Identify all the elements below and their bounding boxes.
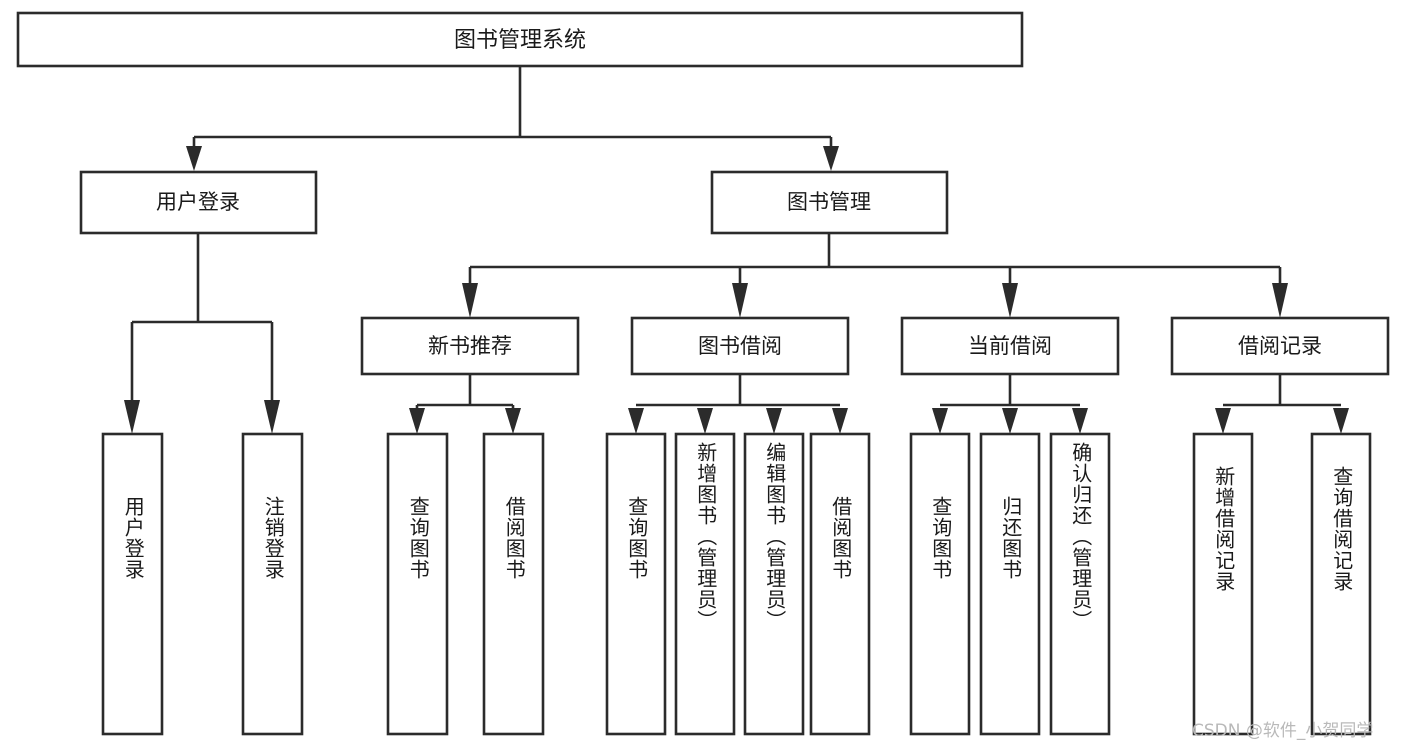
connector-book-mgmt-to-level3 (462, 233, 1288, 318)
node-root-label: 图书管理系统 (454, 28, 586, 53)
arrow-head-bb1 (628, 408, 644, 434)
leaf-box-user-login-1[interactable] (101, 432, 164, 736)
leaf-box-current-borrow-2[interactable] (979, 432, 1041, 736)
arrow-head-u2 (264, 400, 280, 434)
leaf-box-book-borrow-1[interactable] (605, 432, 667, 736)
arrow-head-nb2 (505, 408, 521, 434)
arrow-head-bb2 (697, 408, 713, 434)
leaf-box-book-borrow-4[interactable] (809, 432, 871, 736)
node-current-borrow-box[interactable] (900, 316, 1120, 376)
node-book-borrow[interactable]: 图书借阅 (630, 316, 850, 376)
arrow-head-l3-3 (1002, 283, 1018, 318)
node-borrow-record[interactable]: 借阅记录 (1170, 316, 1390, 376)
arrow-head-nb1 (409, 408, 425, 434)
leaf-box-new-book-1[interactable] (386, 432, 449, 736)
arrow-head-user-login (186, 146, 202, 171)
node-current-borrow-label: 当前借阅 (968, 334, 1052, 358)
arrow-head-cb1 (932, 408, 948, 434)
leaf-box-book-borrow-2[interactable] (674, 432, 736, 736)
leaf-box-current-borrow-3[interactable] (1049, 432, 1111, 736)
node-borrow-record-label: 借阅记录 (1238, 334, 1322, 358)
node-book-borrow-label: 图书借阅 (698, 334, 782, 358)
node-current-borrow[interactable]: 当前借阅 (900, 316, 1120, 376)
leaf-box-current-borrow-1[interactable] (909, 432, 971, 736)
node-user-login-label: 用户登录 (156, 190, 240, 214)
connector-new-book-to-leaves (409, 374, 521, 434)
connector-user-login-to-leaves (124, 233, 280, 434)
connector-borrow-record-to-leaves (1215, 374, 1349, 434)
arrow-head-br2 (1333, 408, 1349, 434)
node-book-borrow-box[interactable] (630, 316, 850, 376)
connector-book-borrow-to-leaves (628, 374, 848, 434)
leaf-box-borrow-record-1[interactable] (1192, 432, 1254, 736)
arrow-head-bb4 (832, 408, 848, 434)
arrow-head-cb2 (1002, 408, 1018, 434)
arrow-head-book-mgmt (823, 146, 839, 171)
arrow-head-br1 (1215, 408, 1231, 434)
leaf-box-new-book-2[interactable] (482, 432, 545, 736)
arrow-head-l3-2 (732, 283, 748, 318)
arrow-head-l3-1 (462, 283, 478, 318)
node-root-box[interactable] (16, 11, 1024, 68)
arrow-head-cb3 (1072, 408, 1088, 434)
node-user-login-box[interactable] (79, 170, 318, 235)
node-borrow-record-box[interactable] (1170, 316, 1390, 376)
arrow-head-l3-4 (1272, 283, 1288, 318)
arrow-head-u1 (124, 400, 140, 434)
node-book-management-box[interactable] (710, 170, 949, 235)
leaf-box-user-login-2[interactable] (241, 432, 304, 736)
node-new-book-recommend-box[interactable] (360, 316, 580, 376)
leaf-box-book-borrow-3[interactable] (743, 432, 805, 736)
node-book-management[interactable]: 图书管理 (710, 170, 949, 235)
arrow-head-bb3 (766, 408, 782, 434)
node-book-management-label: 图书管理 (787, 190, 871, 214)
connector-current-borrow-to-leaves (932, 374, 1088, 434)
node-root[interactable]: 图书管理系统 (16, 11, 1024, 68)
connector-root-to-level2 (186, 66, 839, 171)
node-user-login[interactable]: 用户登录 (79, 170, 318, 235)
node-new-book-recommend-label: 新书推荐 (428, 334, 512, 358)
node-new-book-recommend[interactable]: 新书推荐 (360, 316, 580, 376)
leaf-box-borrow-record-2[interactable] (1310, 432, 1372, 736)
